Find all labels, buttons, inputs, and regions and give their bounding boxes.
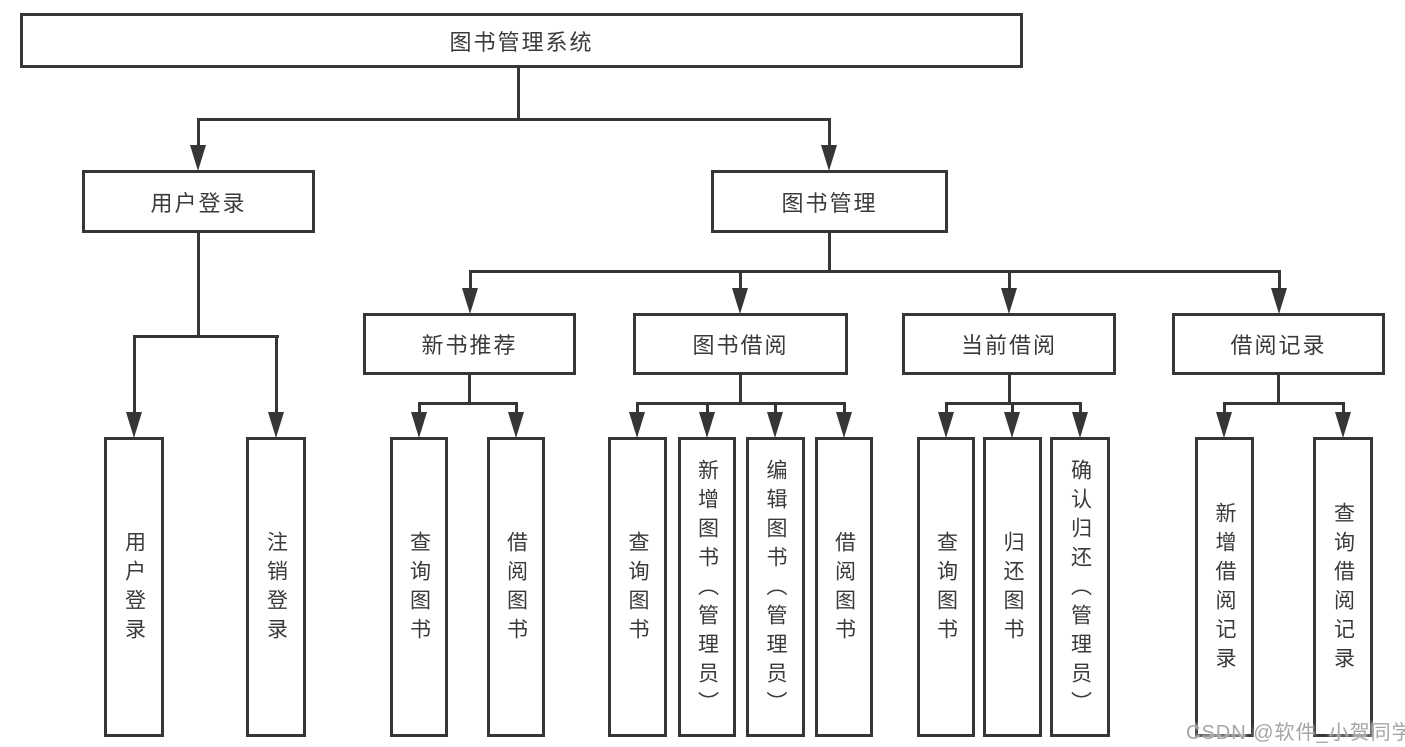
connector-line (843, 402, 846, 416)
arrow-down-icon (462, 288, 478, 314)
leaf-label: 查询图书 (626, 531, 649, 647)
node-library-management-system: 图书管理系统 (20, 13, 1023, 68)
arrow-down-icon (836, 412, 852, 438)
leaf-borrow-books-recommend: 借阅图书 (487, 437, 545, 737)
node-label: 当前借阅 (960, 333, 1057, 358)
arrow-down-icon (1004, 412, 1020, 438)
connector-line (774, 402, 777, 416)
arrow-down-icon (268, 412, 284, 438)
node-label: 新书推荐 (421, 333, 518, 358)
arrow-down-icon (1216, 412, 1232, 438)
leaf-label: 查询借阅记录 (1331, 502, 1355, 676)
connector-line (1278, 270, 1281, 292)
connector-line (197, 233, 200, 338)
leaf-label: 查询图书 (934, 531, 958, 647)
leaf-user-login: 用户登录 (104, 437, 164, 737)
connector-line (133, 335, 136, 415)
arrow-down-icon (629, 412, 645, 438)
connector-line (1008, 375, 1011, 405)
arrow-down-icon (699, 412, 715, 438)
connector-line (739, 270, 742, 292)
connector-line (1277, 375, 1280, 405)
arrow-down-icon (411, 412, 427, 438)
connector-line (515, 402, 518, 416)
connector-line (945, 402, 948, 416)
arrow-down-icon (1271, 288, 1287, 314)
leaf-label: 新增借阅记录 (1213, 502, 1236, 676)
arrow-down-icon (767, 412, 783, 438)
connector-line (739, 375, 742, 405)
connector-line (706, 402, 709, 416)
leaf-query-books-current: 查询图书 (917, 437, 975, 737)
leaf-label: 新增图书（管理员） (695, 458, 719, 720)
leaf-query-books-recommend: 查询图书 (390, 437, 448, 737)
connector-line (468, 375, 471, 405)
connector-line (1223, 402, 1345, 405)
leaf-label: 用户登录 (122, 531, 146, 647)
leaf-label: 确认归还（管理员） (1068, 458, 1092, 720)
leaf-add-books-admin: 新增图书（管理员） (678, 437, 736, 737)
arrow-down-icon (508, 412, 524, 438)
node-label: 用户登录 (150, 190, 247, 216)
arrow-down-icon (732, 288, 748, 314)
leaf-edit-books-admin: 编辑图书（管理员） (746, 437, 805, 737)
node-user-login: 用户登录 (82, 170, 315, 233)
arrow-down-icon (126, 412, 142, 438)
node-label: 图书借阅 (692, 333, 789, 358)
connector-line (133, 335, 279, 338)
leaf-add-borrow-record: 新增借阅记录 (1195, 437, 1254, 737)
node-new-book-recommend: 新书推荐 (363, 313, 576, 375)
connector-line (418, 402, 421, 416)
node-label: 借阅记录 (1230, 333, 1327, 358)
connector-line (1342, 402, 1345, 416)
node-book-management: 图书管理 (711, 170, 948, 233)
arrow-down-icon (190, 145, 206, 171)
node-book-borrow: 图书借阅 (633, 313, 848, 375)
connector-line (828, 118, 831, 148)
node-borrow-records: 借阅记录 (1172, 313, 1385, 375)
leaf-borrow-books: 借阅图书 (815, 437, 873, 737)
node-label: 图书管理 (781, 190, 878, 216)
connector-line (197, 118, 200, 148)
connector-line (636, 402, 846, 405)
watermark: CSDN @软件_小贺同学 (1186, 722, 1405, 744)
arrow-down-icon (1001, 288, 1017, 314)
arrow-down-icon (1335, 412, 1351, 438)
connector-line (469, 270, 472, 292)
connector-line (828, 233, 831, 273)
connector-line (418, 402, 518, 405)
leaf-label: 编辑图书（管理员） (764, 458, 787, 720)
arrow-down-icon (1072, 412, 1088, 438)
connector-line (1008, 270, 1011, 292)
connector-line (517, 68, 520, 121)
leaf-query-borrow-record: 查询借阅记录 (1313, 437, 1373, 737)
leaf-label: 归还图书 (1001, 531, 1024, 647)
leaf-label: 注销登录 (264, 531, 288, 647)
leaf-query-books-borrow: 查询图书 (608, 437, 667, 737)
leaf-label: 查询图书 (407, 531, 431, 647)
leaf-label: 借阅图书 (832, 531, 856, 647)
arrow-down-icon (938, 412, 954, 438)
connector-line (275, 335, 278, 415)
connector-line (197, 118, 831, 121)
node-current-borrow: 当前借阅 (902, 313, 1116, 375)
connector-line (636, 402, 639, 416)
connector-line (469, 270, 1281, 273)
leaf-confirm-return-admin: 确认归还（管理员） (1050, 437, 1110, 737)
connector-line (1011, 402, 1014, 416)
node-label: 图书管理系统 (449, 29, 594, 55)
connector-line (1223, 402, 1226, 416)
connector-line (1079, 402, 1082, 416)
arrow-down-icon (821, 145, 837, 171)
leaf-return-books: 归还图书 (983, 437, 1042, 737)
leaf-logout: 注销登录 (246, 437, 306, 737)
leaf-label: 借阅图书 (504, 531, 528, 647)
